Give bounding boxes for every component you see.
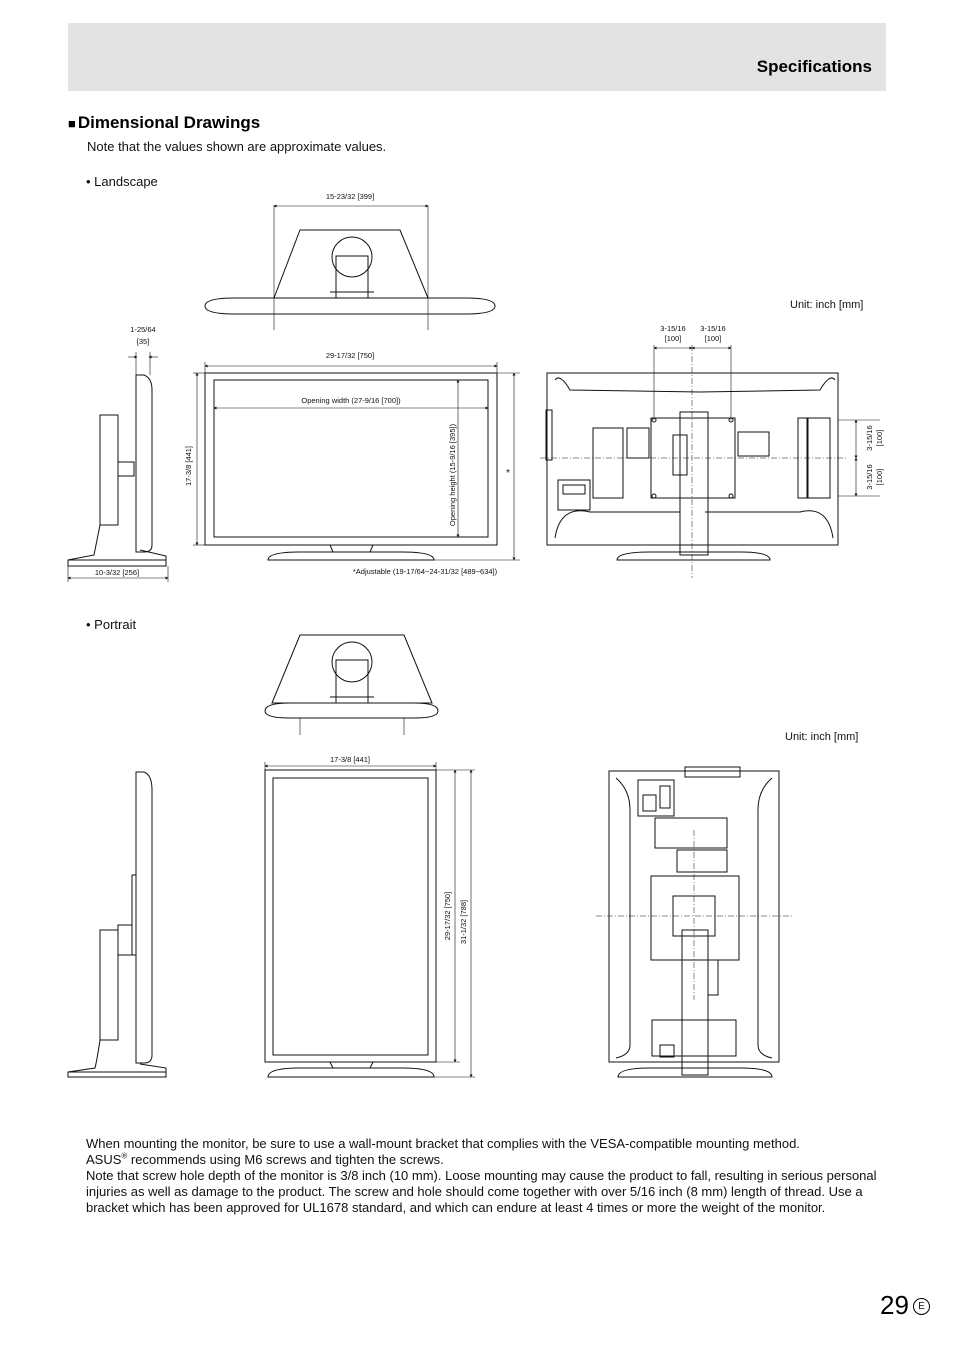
- dim-vesa-v1-b: [100]: [875, 430, 884, 447]
- dim-vesa-v2-a: 3-15/16: [865, 464, 874, 489]
- dim-vesa-h2-a: 3-15/16: [700, 324, 725, 333]
- square-bullet-icon: ■: [68, 116, 76, 131]
- dim-vesa-v1-a: 3-15/16: [865, 425, 874, 450]
- dim-vesa-h2-b: [100]: [705, 334, 722, 343]
- registered-mark: ®: [121, 1151, 128, 1161]
- mounting-instructions: When mounting the monitor, be sure to us…: [86, 1136, 894, 1216]
- dim-asterisk: *: [506, 468, 510, 479]
- dim-front-height: 17-3/8 [441]: [184, 446, 193, 486]
- dim-portrait-total-height: 31-1/32 [788]: [459, 900, 468, 944]
- header-bar: Specifications: [68, 23, 886, 91]
- dim-side-depth-top-b: [35]: [137, 337, 150, 346]
- portrait-side-view: [67, 771, 167, 1078]
- landscape-front-view: [193, 362, 520, 561]
- landscape-label: • Landscape: [86, 174, 158, 189]
- portrait-front-view: [264, 762, 475, 1078]
- dim-stand-top-width: 15-23/32 [399]: [326, 192, 374, 201]
- portrait-unit-label: Unit: inch [mm]: [785, 731, 859, 743]
- portrait-top-view: [264, 634, 439, 735]
- portrait-label: • Portrait: [86, 617, 137, 632]
- dim-adjustable-height: *Adjustable (19-17/64~24-31/32 [489~634]…: [353, 567, 498, 576]
- dim-opening-width: Opening width (27-9/16 [700]): [301, 396, 401, 405]
- brand-name: ASUS: [86, 1152, 122, 1167]
- landscape-unit-label: Unit: inch [mm]: [790, 299, 864, 311]
- dim-front-width: 29-17/32 [750]: [326, 351, 374, 360]
- dim-vesa-h1-b: [100]: [665, 334, 682, 343]
- page-language-badge: E: [913, 1298, 930, 1315]
- dim-vesa-h1-a: 3-15/16: [660, 324, 685, 333]
- page-title: Specifications: [756, 57, 872, 76]
- dim-side-depth-top-a: 1-25/64: [130, 325, 155, 334]
- dim-vesa-v2-b: [100]: [875, 469, 884, 486]
- dim-portrait-front-width: 17-3/8 [441]: [330, 755, 370, 764]
- landscape-side-view: [67, 352, 169, 582]
- paragraph-vesa: When mounting the monitor, be sure to us…: [86, 1136, 894, 1168]
- landscape-rear-view: [540, 345, 880, 578]
- portrait-rear-view: [596, 766, 794, 1078]
- section-heading: ■Dimensional Drawings: [68, 113, 260, 133]
- dim-side-base-depth: 10-3/32 [256]: [95, 568, 139, 577]
- dimensional-drawings: 15-23/32 [399] 1-25/64 [35] 10-3/32 [256…: [67, 192, 884, 1078]
- paragraph-screws-text: recommends using M6 screws and tighten t…: [127, 1152, 444, 1167]
- paragraph-screw-depth: Note that screw hole depth of the monito…: [86, 1168, 877, 1215]
- paragraph-vesa-text: When mounting the monitor, be sure to us…: [86, 1136, 800, 1151]
- section-title: Dimensional Drawings: [77, 113, 261, 132]
- page-number: 29: [880, 1290, 909, 1320]
- dim-portrait-front-height: 29-17/32 [750]: [443, 892, 452, 940]
- landscape-top-view: [204, 204, 496, 330]
- approximate-note: Note that the values shown are approxima…: [87, 139, 387, 154]
- dim-opening-height: Opening height (15-9/16 [395]): [448, 423, 457, 526]
